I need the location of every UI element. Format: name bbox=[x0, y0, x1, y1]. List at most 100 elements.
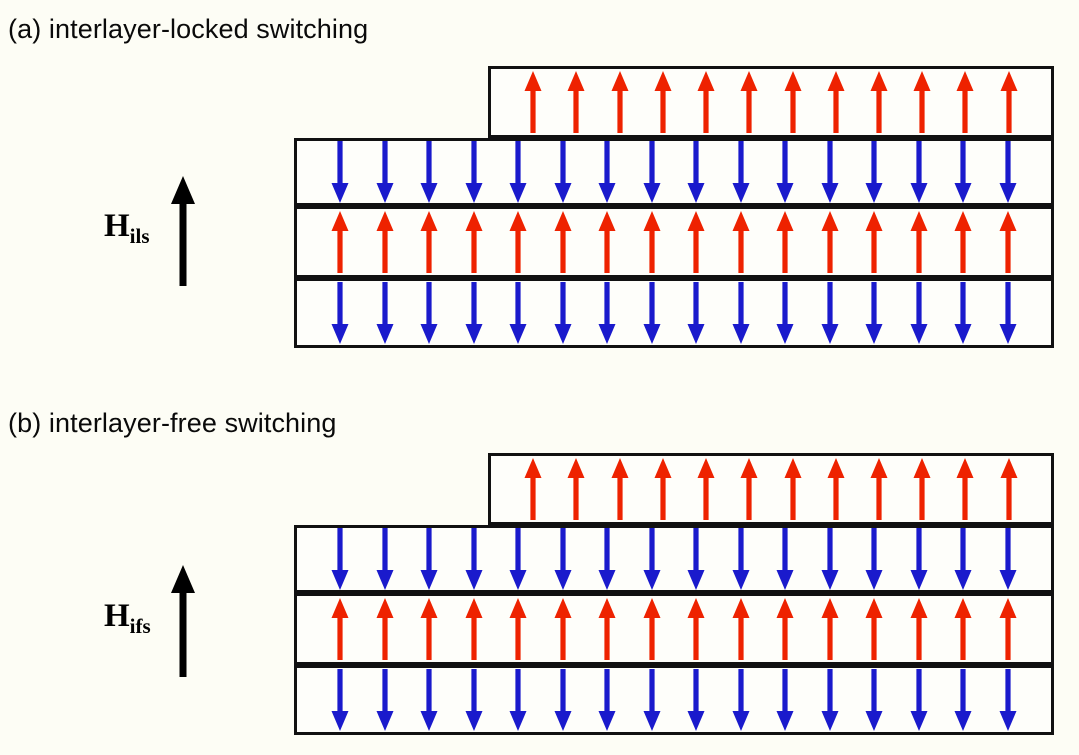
spin-up-arrow-icon bbox=[819, 598, 841, 660]
spin-down-arrow-icon bbox=[641, 141, 663, 203]
spin-down-arrow-icon bbox=[685, 528, 707, 590]
spin-up-arrow-icon bbox=[565, 71, 587, 133]
spin-up-arrow-icon bbox=[685, 598, 707, 660]
spin-up-arrow-icon bbox=[738, 458, 760, 520]
spin-up-arrow-icon bbox=[463, 211, 485, 273]
spin-down-arrow-icon bbox=[908, 528, 930, 590]
spin-up-arrow-icon bbox=[609, 71, 631, 133]
spin-down-arrow-icon bbox=[685, 669, 707, 731]
spin-up-arrow-icon bbox=[868, 458, 890, 520]
spin-up-arrow-icon bbox=[418, 211, 440, 273]
spin-down-arrow-icon bbox=[463, 528, 485, 590]
spin-up-arrow-icon bbox=[507, 211, 529, 273]
spin-up-arrow-icon bbox=[782, 71, 804, 133]
spin-up-arrow-icon bbox=[329, 598, 351, 660]
layer-bottom-layer bbox=[294, 665, 1054, 735]
up-arrow-icon bbox=[170, 565, 196, 682]
spin-down-arrow-icon bbox=[329, 669, 351, 731]
spin-up-arrow-icon bbox=[695, 458, 717, 520]
layer-second-layer bbox=[294, 138, 1054, 206]
layer-third-layer bbox=[294, 593, 1054, 665]
spin-down-arrow-icon bbox=[863, 282, 885, 344]
spin-down-arrow-icon bbox=[774, 282, 796, 344]
field-subscript: ifs bbox=[129, 614, 151, 638]
spin-up-arrow-icon bbox=[738, 71, 760, 133]
spin-down-arrow-icon bbox=[774, 669, 796, 731]
spin-up-arrow-icon bbox=[954, 71, 976, 133]
spin-up-arrow-icon bbox=[652, 458, 674, 520]
panel-b-field-label: Hifs bbox=[104, 598, 151, 637]
spin-down-arrow-icon bbox=[329, 141, 351, 203]
spin-down-arrow-icon bbox=[596, 282, 618, 344]
spin-down-arrow-icon bbox=[552, 141, 574, 203]
spin-down-arrow-icon bbox=[730, 282, 752, 344]
spin-down-arrow-icon bbox=[418, 141, 440, 203]
layer-top-step-layer bbox=[488, 66, 1054, 138]
spin-up-arrow-icon bbox=[911, 71, 933, 133]
spin-down-arrow-icon bbox=[774, 141, 796, 203]
spin-up-arrow-icon bbox=[596, 211, 618, 273]
field-symbol: H bbox=[104, 208, 130, 244]
panel-a-field-label: Hils bbox=[104, 208, 150, 247]
spin-up-arrow-icon bbox=[329, 211, 351, 273]
spin-up-arrow-icon bbox=[998, 71, 1020, 133]
panel-b-title: (b) interlayer-free switching bbox=[8, 408, 337, 438]
spin-down-arrow-icon bbox=[819, 141, 841, 203]
spin-down-arrow-icon bbox=[329, 528, 351, 590]
spin-up-arrow-icon bbox=[911, 458, 933, 520]
spin-down-arrow-icon bbox=[418, 282, 440, 344]
spin-down-arrow-icon bbox=[863, 141, 885, 203]
panel-a-title: (a) interlayer-locked switching bbox=[8, 14, 369, 44]
spin-up-arrow-icon bbox=[507, 598, 529, 660]
spin-down-arrow-icon bbox=[685, 141, 707, 203]
spin-up-arrow-icon bbox=[952, 598, 974, 660]
spin-down-arrow-icon bbox=[418, 528, 440, 590]
spin-up-arrow-icon bbox=[819, 211, 841, 273]
spin-down-arrow-icon bbox=[418, 669, 440, 731]
spin-up-arrow-icon bbox=[641, 598, 663, 660]
spin-down-arrow-icon bbox=[952, 141, 974, 203]
spin-up-arrow-icon bbox=[825, 458, 847, 520]
spin-down-arrow-icon bbox=[596, 141, 618, 203]
spin-up-arrow-icon bbox=[522, 71, 544, 133]
spin-down-arrow-icon bbox=[952, 282, 974, 344]
spin-down-arrow-icon bbox=[730, 669, 752, 731]
layer-third-layer bbox=[294, 206, 1054, 278]
spin-down-arrow-icon bbox=[552, 528, 574, 590]
spin-up-arrow-icon bbox=[522, 458, 544, 520]
spin-down-arrow-icon bbox=[374, 669, 396, 731]
spin-down-arrow-icon bbox=[507, 528, 529, 590]
spin-down-arrow-icon bbox=[329, 282, 351, 344]
up-arrow-icon bbox=[170, 176, 196, 291]
spin-up-arrow-icon bbox=[774, 211, 796, 273]
spin-down-arrow-icon bbox=[374, 528, 396, 590]
spin-down-arrow-icon bbox=[507, 141, 529, 203]
spin-down-arrow-icon bbox=[641, 282, 663, 344]
spin-up-arrow-icon bbox=[641, 211, 663, 273]
spin-down-arrow-icon bbox=[730, 528, 752, 590]
field-symbol: H bbox=[104, 598, 130, 634]
spin-up-arrow-icon bbox=[997, 598, 1019, 660]
spin-down-arrow-icon bbox=[463, 141, 485, 203]
spin-down-arrow-icon bbox=[552, 282, 574, 344]
spin-up-arrow-icon bbox=[774, 598, 796, 660]
spin-up-arrow-icon bbox=[552, 211, 574, 273]
layer-top-step-layer bbox=[488, 453, 1054, 525]
spin-down-arrow-icon bbox=[819, 669, 841, 731]
spin-up-arrow-icon bbox=[596, 598, 618, 660]
spin-up-arrow-icon bbox=[695, 71, 717, 133]
spin-up-arrow-icon bbox=[609, 458, 631, 520]
spin-up-arrow-icon bbox=[565, 458, 587, 520]
spin-up-arrow-icon bbox=[952, 211, 974, 273]
spin-down-arrow-icon bbox=[863, 528, 885, 590]
field-subscript: ils bbox=[129, 224, 150, 248]
spin-down-arrow-icon bbox=[997, 528, 1019, 590]
spin-up-arrow-icon bbox=[418, 598, 440, 660]
spin-down-arrow-icon bbox=[507, 669, 529, 731]
layer-bottom-layer bbox=[294, 278, 1054, 348]
spin-down-arrow-icon bbox=[641, 669, 663, 731]
spin-down-arrow-icon bbox=[952, 528, 974, 590]
spin-up-arrow-icon bbox=[825, 71, 847, 133]
spin-up-arrow-icon bbox=[463, 598, 485, 660]
spin-down-arrow-icon bbox=[819, 528, 841, 590]
